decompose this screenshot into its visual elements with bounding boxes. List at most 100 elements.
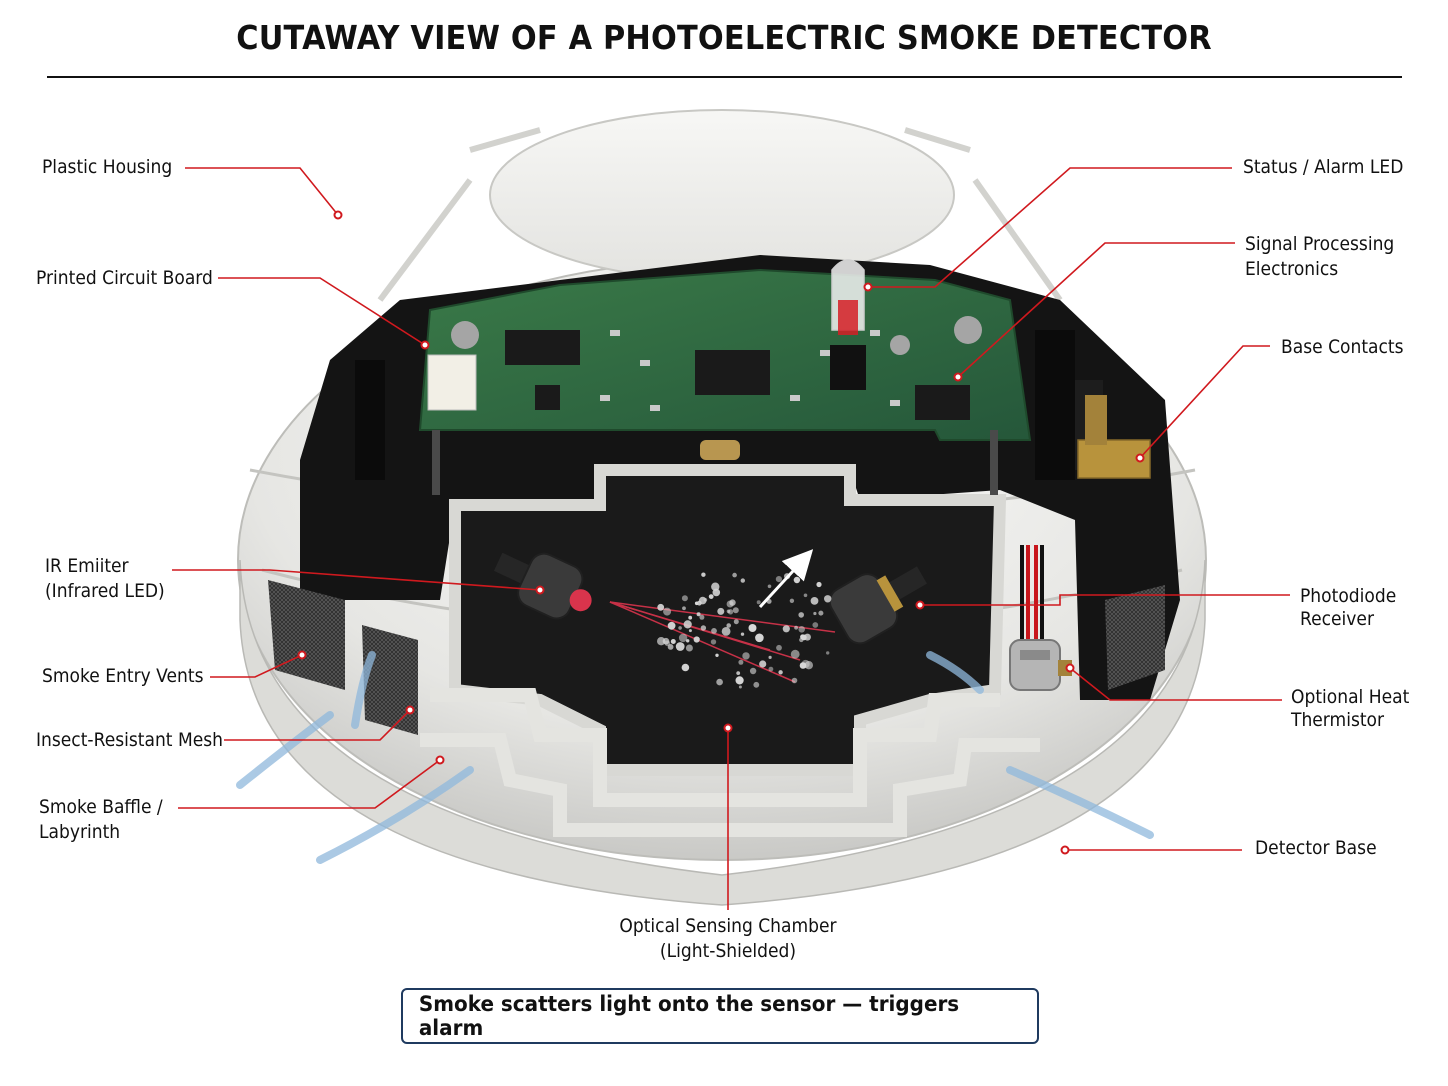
label-signal-processing-line2: Electronics	[1245, 258, 1339, 280]
smoke-particle	[816, 581, 822, 588]
smoke-particle	[794, 625, 798, 630]
label-ir-emitter-line1: IR Emiiter	[45, 555, 129, 577]
smoke-particle	[683, 620, 692, 629]
smoke-particle	[740, 632, 745, 636]
smoke-particle	[793, 576, 801, 584]
smoke-particle	[736, 671, 741, 675]
smoke-particle	[715, 653, 719, 657]
smoke-particle	[681, 663, 690, 672]
label-optical-chamber-line2: (Light-Shielded)	[659, 940, 797, 962]
smoke-particle	[712, 588, 721, 597]
smoke-particle	[768, 655, 772, 660]
smoke-particle	[803, 593, 808, 598]
leader-printed-circuit-board	[218, 277, 426, 346]
leader-smoke-baffle	[178, 759, 441, 809]
leader-dots	[297, 210, 1145, 855]
leader-signal-processing	[957, 242, 1235, 378]
label-photodiode-line1: Photodiode	[1300, 585, 1397, 607]
smoke-particle	[776, 644, 782, 651]
leader-photodiode	[920, 594, 1290, 606]
smoke-particle	[726, 623, 731, 628]
smoke-particle	[749, 667, 757, 675]
label-detector-base: Detector Base	[1255, 837, 1377, 859]
printed-circuit-board-shape	[418, 268, 1032, 495]
ir-emitter-shape	[493, 552, 592, 620]
label-smoke-entry-vents: Smoke Entry Vents	[42, 665, 204, 687]
leader-smoke-entry-vents	[210, 654, 303, 678]
smoke-particle	[756, 600, 761, 605]
smoke-particle	[812, 622, 819, 628]
smoke-particle	[799, 662, 807, 669]
smoke-particle	[717, 607, 725, 615]
smoke-particle	[682, 606, 686, 611]
smoke-particle	[657, 603, 665, 611]
label-base-contacts: Base Contacts	[1281, 336, 1404, 358]
smoke-particle	[790, 649, 800, 659]
smoke-particle	[767, 584, 772, 589]
caption-box: Smoke scatters light onto the sensor — t…	[401, 988, 1039, 1044]
smoke-particle	[657, 637, 666, 646]
smoke-particle	[711, 628, 717, 634]
smoke-particles	[657, 572, 832, 689]
smoke-particle	[732, 572, 737, 578]
smoke-particle	[826, 651, 830, 655]
smoke-particle	[824, 595, 832, 603]
smoke-particle	[726, 609, 731, 614]
smoke-particle	[703, 598, 708, 602]
smoke-particle	[721, 627, 731, 636]
smoke-particle	[678, 633, 688, 643]
label-thermistor-line2: Thermistor	[1291, 709, 1385, 731]
label-smoke-baffle-line1: Smoke Baffle /	[39, 796, 163, 818]
smoke-particle	[733, 619, 739, 625]
label-signal-processing-line1: Signal Processing	[1245, 233, 1395, 255]
diagram-title: CUTAWAY VIEW OF A PHOTOELECTRIC SMOKE DE…	[236, 18, 1212, 57]
smoke-particle	[740, 578, 745, 583]
leader-thermistor	[1069, 667, 1282, 701]
label-photodiode-line2: Receiver	[1300, 608, 1374, 630]
smoke-particle	[768, 666, 774, 672]
smoke-particle	[699, 614, 705, 620]
label-ir-emitter-line2: (Infrared LED)	[45, 580, 165, 602]
smoke-particle	[748, 624, 757, 632]
smoke-particle	[798, 612, 804, 618]
smoke-particle	[667, 621, 676, 630]
smoke-particle	[782, 625, 790, 633]
photodiode-shape	[828, 566, 927, 645]
smoke-particle	[686, 639, 690, 643]
smoke-particle	[675, 642, 685, 651]
smoke-particle	[664, 640, 671, 647]
smoke-particle	[813, 611, 817, 616]
leader-lines	[172, 167, 1290, 910]
smoke-particle	[778, 670, 783, 675]
label-status-led: Status / Alarm LED	[1243, 156, 1404, 178]
smoke-particle	[685, 644, 693, 652]
smoke-particle	[810, 597, 819, 605]
smoke-particle	[726, 600, 734, 608]
smoke-particle	[735, 676, 744, 685]
smoke-particle	[800, 634, 806, 640]
smoke-particle	[738, 685, 742, 689]
leader-plastic-housing	[185, 167, 339, 216]
airflow-arrows	[236, 651, 1154, 864]
smoke-particle	[789, 598, 795, 603]
smoke-particle	[753, 681, 760, 688]
smoke-particle	[694, 601, 699, 606]
leader-insect-mesh	[224, 709, 411, 741]
smoke-particle	[696, 612, 701, 617]
smoke-particle	[688, 629, 692, 633]
scatter-arrow	[758, 549, 814, 609]
smoke-particle	[716, 678, 723, 686]
leader-status-led	[868, 167, 1232, 288]
smoke-particle	[700, 625, 707, 631]
smoke-particle	[732, 607, 739, 614]
smoke-particle	[757, 634, 761, 638]
label-plastic-housing: Plastic Housing	[42, 156, 173, 178]
label-optical-chamber-line1: Optical Sensing Chamber	[619, 915, 837, 937]
smoke-particle	[681, 595, 688, 602]
caption-text: Smoke scatters light onto the sensor — t…	[418, 992, 960, 1040]
label-insect-mesh: Insect-Resistant Mesh	[36, 729, 223, 751]
label-thermistor-line1: Optional Heat	[1291, 686, 1410, 708]
smoke-particle	[818, 610, 824, 616]
